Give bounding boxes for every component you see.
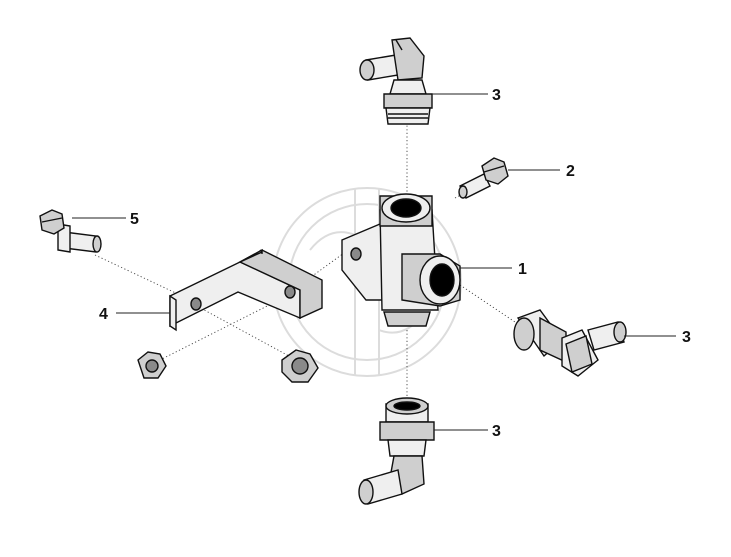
callout-2: 2 <box>566 163 575 180</box>
leader-lines <box>72 93 676 431</box>
nut-right <box>281 349 319 383</box>
bolt-part-2 <box>458 157 509 199</box>
callout-3-right: 3 <box>682 329 691 346</box>
elbow-fitting-top <box>359 37 433 125</box>
callout-1: 1 <box>518 261 527 278</box>
elbow-fitting-right <box>513 309 627 377</box>
tee-fitting-part-1 <box>341 193 461 327</box>
elbow-fitting-bottom <box>358 397 435 505</box>
nut-left <box>137 351 167 379</box>
callout-5: 5 <box>130 211 139 228</box>
callout-4: 4 <box>99 306 108 323</box>
callout-3-bottom: 3 <box>492 423 501 440</box>
watermark-logo <box>272 187 462 377</box>
bolt-part-5 <box>39 209 102 253</box>
bracket-part-4 <box>169 248 323 332</box>
callout-labels: 3 2 1 3 3 4 5 <box>99 87 691 440</box>
callout-3-top: 3 <box>492 87 501 104</box>
